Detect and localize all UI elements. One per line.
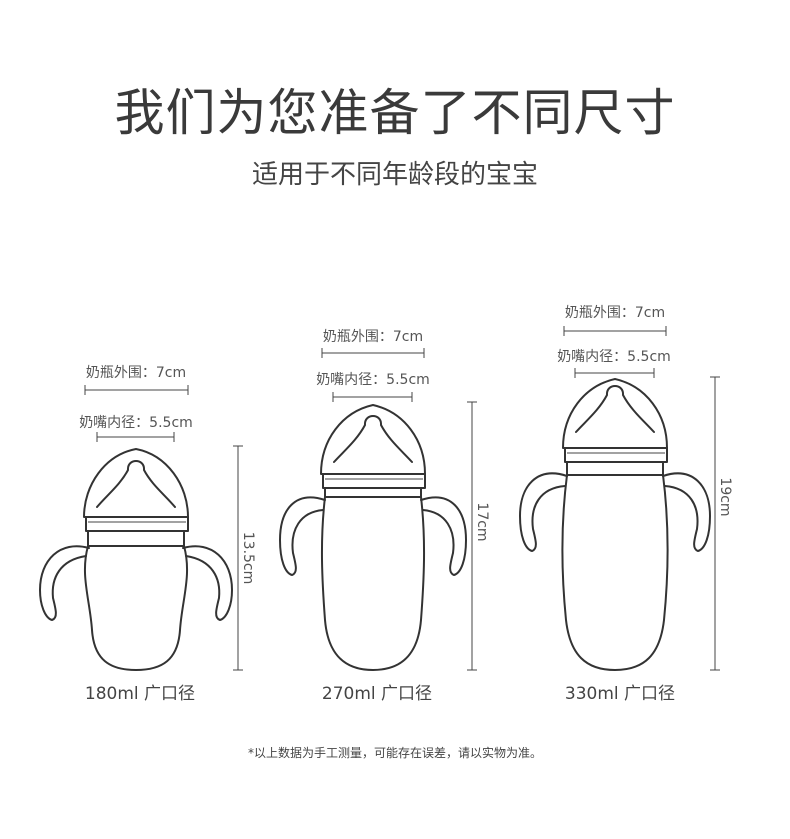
bottle-2-outer-label: 奶瓶外围：7cm [323, 329, 423, 345]
bottle-1-height-label: 13.5cm [240, 532, 256, 585]
bottle-2-inner-label: 奶嘴内径：5.5cm [316, 372, 430, 388]
bottle-180ml: 奶瓶外围：7cm 奶嘴内径：5.5cm 13.5cm 180ml 广口径 [39, 365, 256, 704]
bottle-1-body [83, 545, 189, 671]
bottle-3-collar [564, 447, 668, 463]
page-subtitle: 适用于不同年龄段的宝宝 [251, 160, 538, 190]
page-title: 我们为您准备了不同尺寸 [114, 84, 676, 142]
bottle-3-nipple [575, 385, 655, 433]
bottle-2-height-label: 17cm [474, 502, 490, 541]
bottle-3-height-label: 19cm [717, 477, 733, 516]
bottle-1-inner-label: 奶嘴内径：5.5cm [79, 415, 193, 431]
bottle-2-right-handle [420, 496, 467, 576]
bottle-2-body [320, 496, 426, 671]
bottle-1-collar [85, 516, 189, 532]
bottle-2-cap [320, 404, 426, 475]
bottle-1-nipple [96, 460, 176, 508]
bottle-1-right-handle [182, 545, 233, 621]
bottle-3-shoulder [566, 461, 664, 476]
bottle-2-caption: 270ml 广口径 [322, 684, 432, 704]
bottle-1-caption: 180ml 广口径 [85, 684, 195, 704]
bottle-2-shoulder [324, 487, 422, 498]
bottle-1-outer-label: 奶瓶外围：7cm [86, 365, 186, 381]
bottle-1-left-handle [39, 545, 90, 621]
bottle-3-right-handle [662, 472, 711, 552]
bottle-330ml: 奶瓶外围：7cm 奶嘴内径：5.5cm 19cm 330ml 广口径 [519, 305, 733, 704]
bottle-1-cap [83, 448, 189, 518]
bottle-1-shoulder [87, 530, 185, 547]
bottle-3-outer-label: 奶瓶外围：7cm [565, 305, 665, 321]
bottle-3-cap [562, 378, 668, 449]
measurement-note: *以上数据为手工测量，可能存在误差，请以实物为准。 [247, 746, 542, 760]
bottle-2-nipple [333, 415, 413, 463]
bottle-270ml: 奶瓶外围：7cm 奶嘴内径：5.5cm 17cm 270ml 广口径 [279, 329, 490, 704]
bottle-3-caption: 330ml 广口径 [565, 684, 675, 704]
bottle-2-left-handle [279, 496, 326, 576]
bottle-3-left-handle [519, 472, 568, 552]
bottle-3-inner-label: 奶嘴内径：5.5cm [557, 349, 671, 365]
bottle-2-collar [322, 473, 426, 489]
bottle-3-body [561, 474, 669, 671]
